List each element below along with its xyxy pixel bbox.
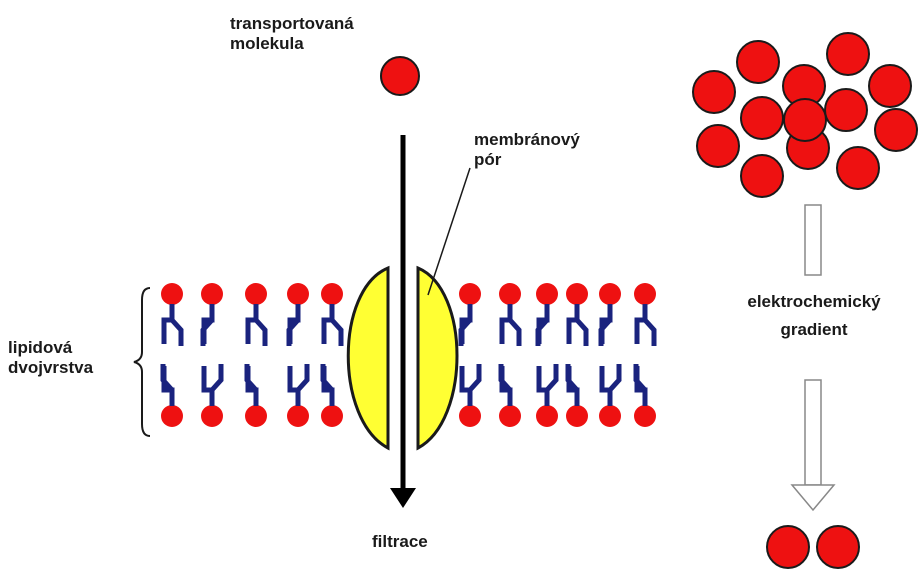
high-concentration-molecules	[693, 33, 917, 197]
gradient-arrow-lower-shaft	[805, 380, 821, 485]
gradient-arrow	[792, 205, 834, 510]
lipid-head-top	[634, 283, 656, 305]
lipid-tail-bottom-a	[539, 366, 547, 406]
low-conc-molecule	[817, 526, 859, 568]
lipid-head-bottom	[634, 405, 656, 427]
lipid-bilayer-label-line2: dvojvrstva	[8, 358, 93, 378]
filtration-arrow-head	[390, 488, 416, 508]
filtration-label: filtrace	[372, 532, 428, 552]
high-conc-molecule	[837, 147, 879, 189]
low-concentration-molecules	[767, 526, 859, 568]
lipid-tail-bottom-a	[602, 366, 610, 406]
lipid-head-top	[566, 283, 588, 305]
lipid-tail-bottom-b	[470, 364, 479, 390]
lipid-tail-top-a	[324, 304, 332, 344]
lipid-head-top	[201, 283, 223, 305]
phospholipid-pair	[566, 283, 588, 427]
lipid-tail-top-a	[569, 304, 577, 344]
transported-molecule-label: transportovaná molekula	[230, 14, 354, 54]
membrane-pore-label-line1: membránový	[474, 130, 580, 150]
lipid-head-top	[321, 283, 343, 305]
lipid-tail-bottom-a	[290, 366, 298, 406]
transported-molecule-label-line2: molekula	[230, 34, 354, 54]
phospholipid-pair	[634, 283, 656, 427]
lipid-head-top	[459, 283, 481, 305]
lipid-head-bottom	[459, 405, 481, 427]
lipid-tail-top-a	[502, 304, 510, 344]
lipid-tail-top-b	[332, 320, 341, 346]
lipid-head-bottom	[499, 405, 521, 427]
phospholipid-pair	[599, 283, 621, 427]
high-conc-molecule	[825, 89, 867, 131]
lipid-head-bottom	[201, 405, 223, 427]
phospholipid-pair	[201, 283, 223, 427]
transported-molecule	[381, 57, 419, 95]
high-conc-molecule	[741, 97, 783, 139]
lipid-head-bottom	[536, 405, 558, 427]
high-conc-molecule	[869, 65, 911, 107]
lipid-tail-top-b	[645, 320, 654, 346]
phospholipid-pair	[536, 283, 558, 427]
pore-label-leader	[428, 168, 470, 295]
lipid-tail-bottom-a	[462, 366, 470, 406]
membrane-pore-label-line2: pór	[474, 150, 580, 170]
lipid-tail-bottom-b	[547, 364, 556, 390]
lipid-head-top	[499, 283, 521, 305]
high-conc-molecule	[784, 99, 826, 141]
phospholipid-pair	[499, 283, 521, 427]
high-conc-molecule	[697, 125, 739, 167]
gradient-label-line1: elektrochemický	[730, 292, 898, 312]
bilayer-bracket	[134, 288, 150, 436]
high-conc-molecule	[827, 33, 869, 75]
lipid-head-top	[536, 283, 558, 305]
lipid-tail-top-a	[637, 304, 645, 344]
lipid-head-bottom	[566, 405, 588, 427]
lipid-head-top	[287, 283, 309, 305]
gradient-label: elektrochemický gradient	[730, 292, 898, 340]
lipid-head-top	[161, 283, 183, 305]
gradient-label-line2: gradient	[730, 320, 898, 340]
lipid-tail-bottom-b	[610, 364, 619, 390]
lipid-tail-bottom-b	[212, 364, 221, 390]
lipid-tail-top-b	[256, 320, 265, 346]
lipid-tail-bottom-b	[298, 364, 307, 390]
phospholipid-pair	[459, 283, 481, 427]
lipid-bilayer	[161, 283, 656, 427]
lipid-head-bottom	[161, 405, 183, 427]
lipid-tail-top-a	[248, 304, 256, 344]
lipid-tail-bottom-a	[204, 366, 212, 406]
gradient-arrow-upper-shaft	[805, 205, 821, 275]
lipid-head-bottom	[321, 405, 343, 427]
pore-half-left	[348, 268, 388, 448]
high-conc-molecule	[693, 71, 735, 113]
lipid-bilayer-label-line1: lipidová	[8, 338, 93, 358]
lipid-tail-top-b	[510, 320, 519, 346]
lipid-tail-top-a	[164, 304, 172, 344]
phospholipid-pair	[245, 283, 267, 427]
membrane-pore-label: membránový pór	[474, 130, 580, 170]
lipid-head-top	[599, 283, 621, 305]
lipid-bilayer-label: lipidová dvojvrstva	[8, 338, 93, 378]
high-conc-molecule	[737, 41, 779, 83]
lipid-tail-top-b	[577, 320, 586, 346]
lipid-tail-top-b	[172, 320, 181, 346]
phospholipid-pair	[287, 283, 309, 427]
pore-half-right	[418, 268, 457, 448]
gradient-arrow-head	[792, 485, 834, 510]
phospholipid-pair	[161, 283, 183, 427]
lipid-head-bottom	[599, 405, 621, 427]
lipid-head-top	[245, 283, 267, 305]
high-conc-molecule	[741, 155, 783, 197]
lipid-head-bottom	[245, 405, 267, 427]
high-conc-molecule	[875, 109, 917, 151]
phospholipid-pair	[321, 283, 343, 427]
transported-molecule-label-line1: transportovaná	[230, 14, 354, 34]
low-conc-molecule	[767, 526, 809, 568]
lipid-head-bottom	[287, 405, 309, 427]
